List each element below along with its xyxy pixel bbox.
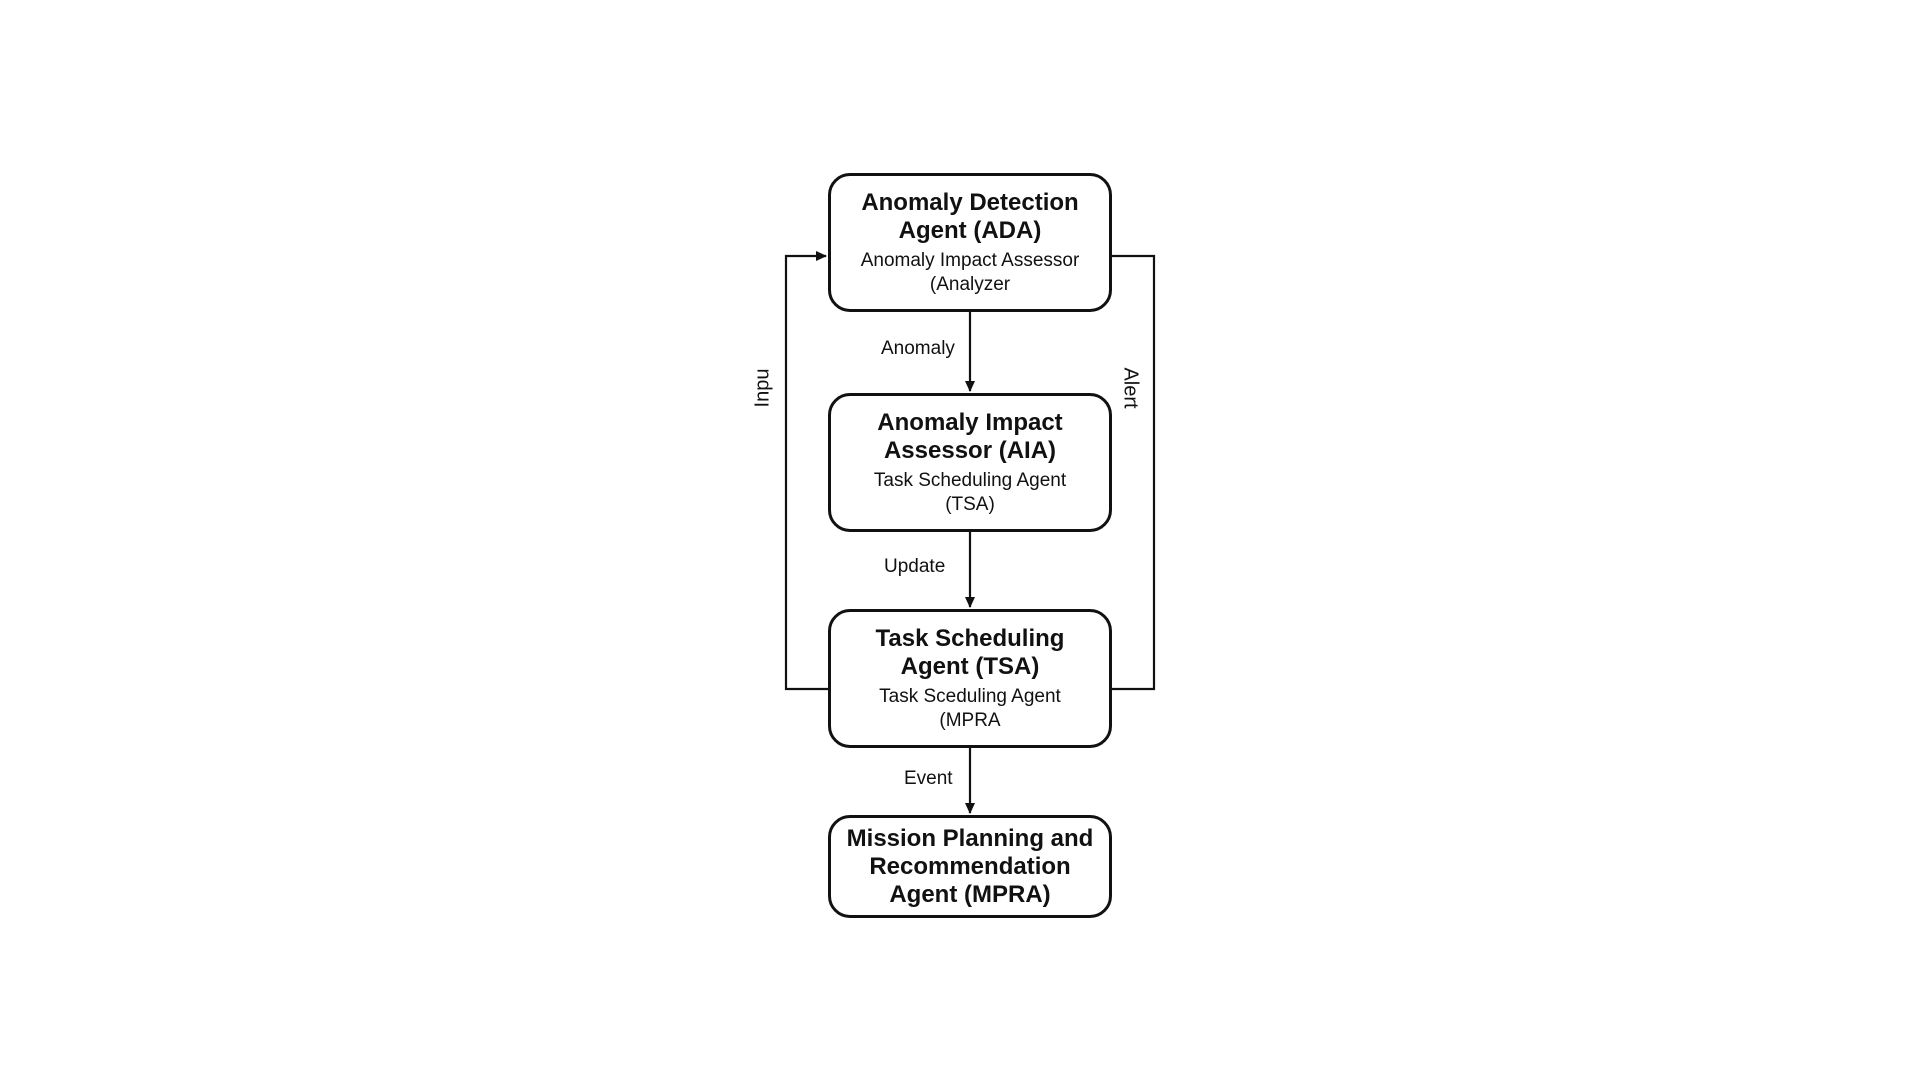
- node-subtitle: Anomaly Impact Assessor (Analyzer: [860, 249, 1080, 295]
- node-title: Anomaly Impact Assessor (AIA): [877, 408, 1063, 464]
- edge-label-input: Inpu: [750, 368, 773, 408]
- edge-label-anomaly: Anomaly: [881, 338, 955, 359]
- edge-label-alert: Alert: [1119, 367, 1142, 409]
- node-anomaly-impact-assessor: Anomaly Impact Assessor (AIA) Task Sched…: [828, 393, 1112, 532]
- edge-label-event: Event: [904, 768, 953, 789]
- node-title: Mission Planning and Recommendation Agen…: [846, 824, 1094, 908]
- node-mission-planning-agent: Mission Planning and Recommendation Agen…: [828, 815, 1112, 918]
- node-title: Anomaly Detection Agent (ADA): [861, 188, 1079, 244]
- node-title: Task Scheduling Agent (TSA): [875, 624, 1065, 680]
- node-subtitle: Task Sceduling Agent (MPRA: [879, 685, 1061, 731]
- node-subtitle: Task Scheduling Agent (TSA): [873, 469, 1067, 515]
- edge-label-update: Update: [884, 556, 946, 577]
- node-anomaly-detection-agent: Anomaly Detection Agent (ADA) Anomaly Im…: [828, 173, 1112, 312]
- loop-alert-connector: [1112, 254, 1156, 691]
- node-task-scheduling-agent: Task Scheduling Agent (TSA) Task Sceduli…: [828, 609, 1112, 748]
- loop-input-connector: [784, 251, 828, 691]
